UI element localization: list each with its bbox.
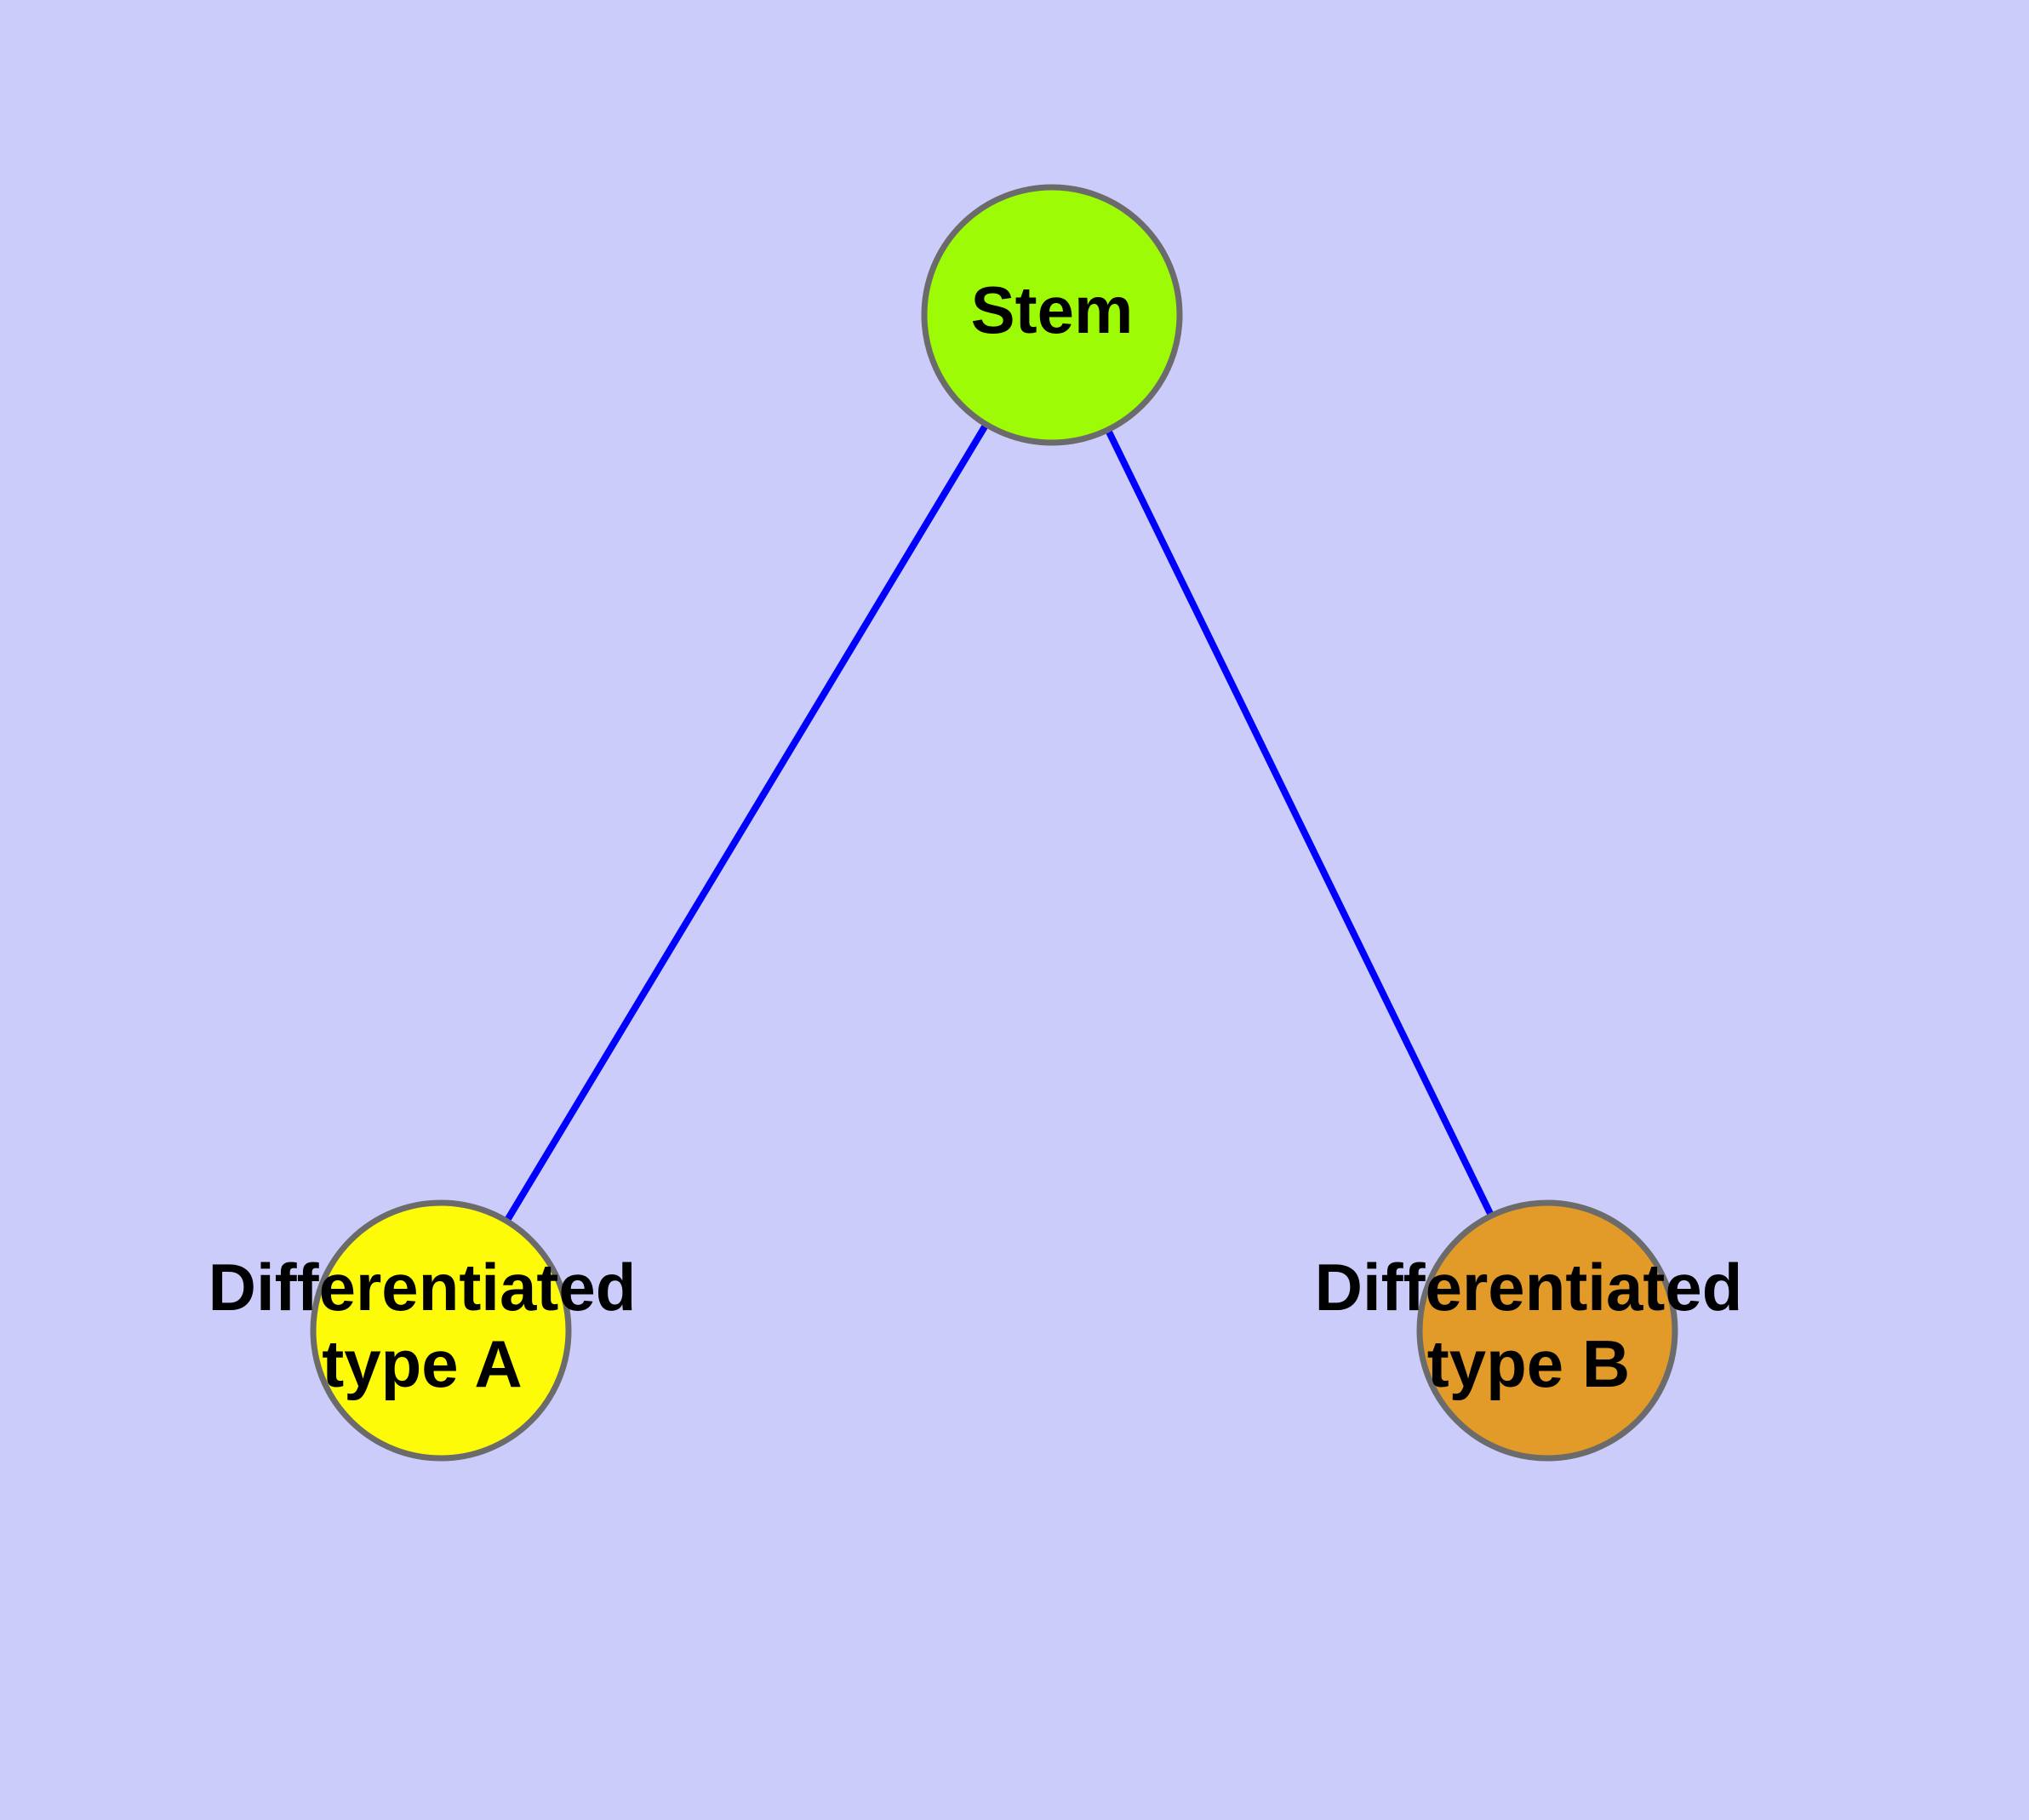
- node-label-line: Differentiated: [209, 1249, 637, 1324]
- node-label-line: type A: [322, 1326, 523, 1401]
- node-differentiated-type-a[interactable]: [310, 1199, 572, 1462]
- edge-stem-to-differentiated-a[interactable]: [437, 312, 1055, 1333]
- node-differentiated-type-b[interactable]: [1416, 1199, 1678, 1462]
- node-stem[interactable]: [921, 184, 1183, 446]
- node-label-stem: Stem: [971, 272, 1134, 347]
- node-label-line: Differentiated: [1315, 1249, 1743, 1324]
- edge-layer: [437, 312, 1551, 1333]
- node-label-line: type B: [1427, 1326, 1630, 1401]
- node-label-line: Stem: [971, 272, 1134, 347]
- node-layer: [310, 184, 1678, 1462]
- edge-stem-to-differentiated-b[interactable]: [1049, 313, 1551, 1332]
